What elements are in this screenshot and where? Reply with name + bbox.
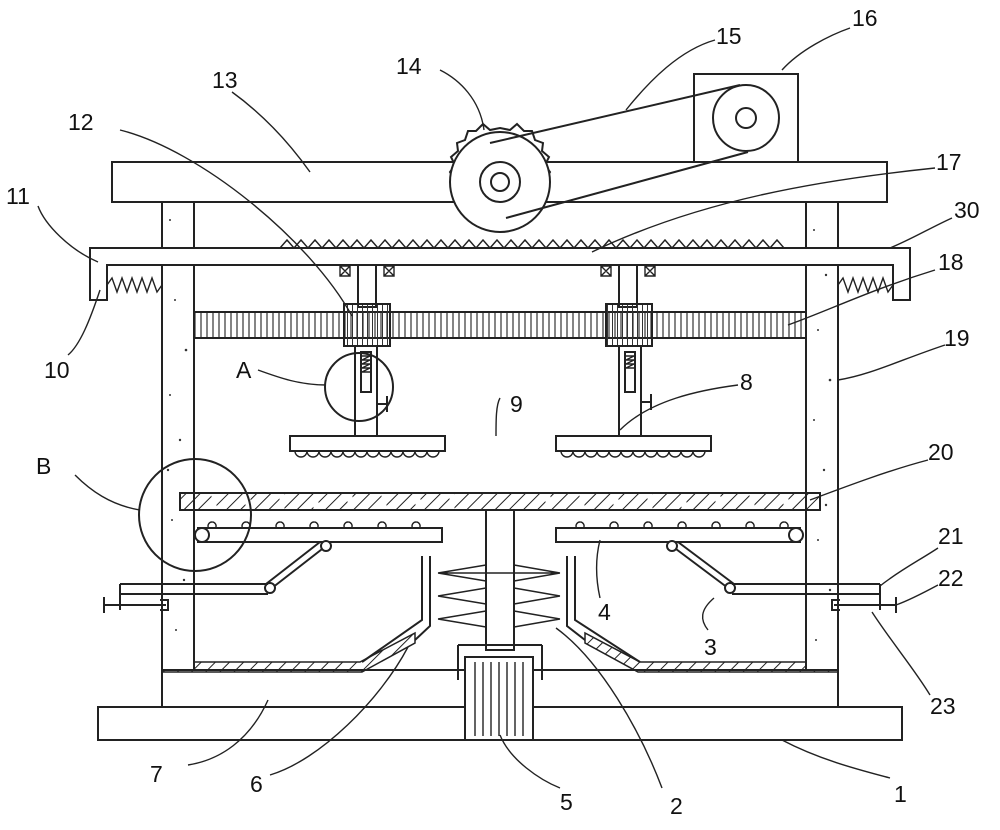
label-5: 5 <box>560 789 573 815</box>
rod-right <box>618 264 638 308</box>
motor-mount <box>457 644 543 680</box>
sliding-plate <box>89 247 911 301</box>
lock-screw-right <box>641 394 652 410</box>
gear-pulley-hub <box>490 172 510 192</box>
pivot-left-top <box>320 540 332 552</box>
hopper-left <box>361 556 431 663</box>
rod-left <box>357 264 377 308</box>
spring-housing-right <box>624 351 636 393</box>
leader-lines <box>37 27 953 789</box>
motor-fins <box>474 662 524 736</box>
label-a: A <box>236 357 252 383</box>
clamp-screw-right <box>831 597 897 613</box>
label-8: 8 <box>740 369 753 395</box>
linkage-left <box>265 541 327 589</box>
label-23: 23 <box>930 693 956 719</box>
label-11: 11 <box>6 183 30 209</box>
clamp-screw-left <box>103 597 169 613</box>
belt-upper <box>489 84 741 144</box>
hopper-right <box>566 556 641 663</box>
detail-circle-b <box>138 458 252 572</box>
inner-spring-left <box>361 355 371 373</box>
label-2: 2 <box>670 793 683 819</box>
top-rack-teeth <box>279 238 785 250</box>
label-17: 17 <box>936 149 962 175</box>
screw-nut-right <box>605 303 653 347</box>
inner-spring-right <box>625 355 635 369</box>
label-20: 20 <box>928 439 954 465</box>
press-plate-left <box>289 435 446 452</box>
motor-pulley <box>712 84 780 152</box>
label-12: 12 <box>68 109 94 135</box>
label-18: 18 <box>938 249 964 275</box>
pivot-left-bottom <box>264 582 276 594</box>
part-labels: 1 2 3 4 5 6 7 8 9 10 11 12 13 14 15 16 1… <box>6 5 980 819</box>
detail-circle-a <box>324 352 394 422</box>
belt-lower <box>505 151 749 219</box>
pivot-right-top <box>666 540 678 552</box>
gear-pulley <box>449 131 551 233</box>
spring-left <box>106 275 163 295</box>
label-30: 30 <box>954 197 980 223</box>
collection-floor-left <box>161 631 416 673</box>
roller-left <box>194 527 210 543</box>
spring-right <box>837 275 894 295</box>
central-spring <box>437 564 561 628</box>
label-13: 13 <box>212 67 238 93</box>
lead-screw <box>193 311 807 339</box>
column-speckle <box>166 219 832 641</box>
label-3: 3 <box>704 634 717 660</box>
label-b: B <box>36 453 51 479</box>
label-15: 15 <box>716 23 742 49</box>
screw-nut-left <box>343 303 391 347</box>
sieve-plate <box>179 492 821 511</box>
support-plate-right <box>555 527 801 543</box>
label-16: 16 <box>852 5 878 31</box>
press-bumps-left <box>294 450 440 458</box>
pivot-right-bottom <box>724 582 736 594</box>
label-1: 1 <box>894 781 907 807</box>
press-plate-right <box>555 435 712 452</box>
gear-pulley-rim <box>479 161 521 203</box>
label-14: 14 <box>396 53 422 79</box>
press-bumps-right <box>560 450 706 458</box>
label-22: 22 <box>938 565 964 591</box>
roller-right <box>788 527 804 543</box>
label-19: 19 <box>944 325 970 351</box>
lock-screw-left <box>377 396 388 412</box>
label-7: 7 <box>150 761 163 787</box>
linkage-right <box>671 541 735 589</box>
motor-pulley-hub <box>735 107 757 129</box>
label-21: 21 <box>938 523 964 549</box>
label-10: 10 <box>44 357 70 383</box>
sieve-gaps <box>211 494 789 509</box>
label-9: 9 <box>510 391 523 417</box>
label-4: 4 <box>598 599 611 625</box>
central-shaft <box>485 509 515 651</box>
bearing-marks <box>339 265 656 277</box>
support-plate-left <box>197 527 443 543</box>
label-6: 6 <box>250 771 263 797</box>
column-left <box>161 199 195 671</box>
